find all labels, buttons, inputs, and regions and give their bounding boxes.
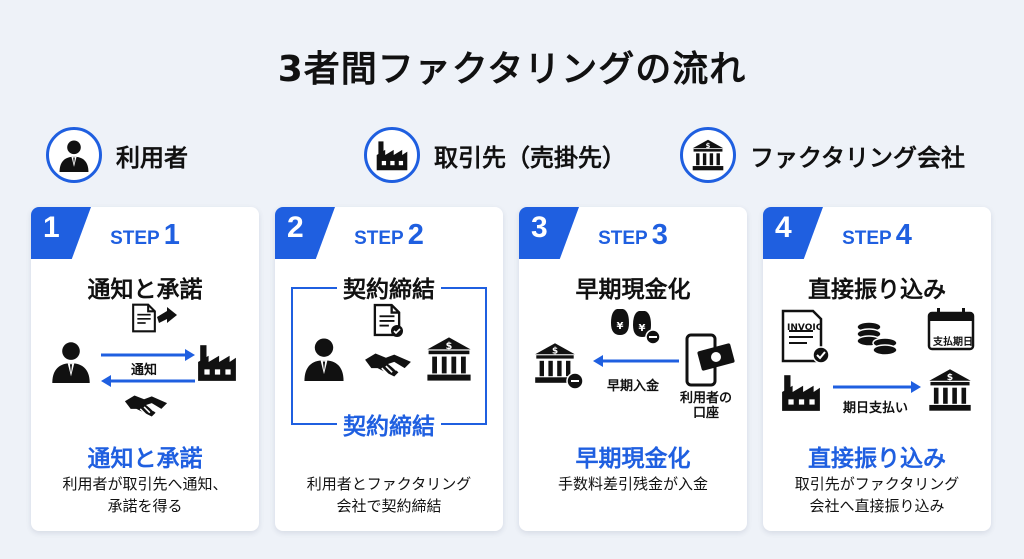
- step-result: 早期現金化: [575, 446, 691, 472]
- arrow-right: [185, 349, 195, 361]
- bank-icon: [680, 127, 736, 183]
- arrow-right: [911, 381, 921, 393]
- frame-bottom-label: 契約締結: [275, 407, 503, 441]
- step-heading: 直接振り込み: [808, 277, 946, 303]
- step-heading: 通知と承諾: [87, 277, 203, 303]
- bank-icon: [427, 337, 471, 381]
- svg-text:¥: ¥: [617, 321, 624, 332]
- arrow-label: 早期入金: [607, 379, 660, 394]
- contract-document-icon: [373, 303, 403, 337]
- page-title: 3者間ファクタリングの流れ: [277, 49, 747, 90]
- factory-icon: [198, 345, 236, 381]
- bank-icon: [535, 343, 584, 390]
- account-label: 利用者の 口座: [679, 391, 732, 421]
- step-result: 通知と承諾: [87, 446, 203, 472]
- step4-illustration: [781, 308, 975, 411]
- svg-text:¥: ¥: [639, 323, 646, 334]
- step-heading: 早期現金化: [575, 277, 691, 303]
- party-label: 取引先（売掛先）: [434, 143, 626, 172]
- arrow-label: 期日支払い: [843, 401, 909, 416]
- step-badge: 1: [31, 207, 91, 259]
- calendar-label: 支払期日: [933, 337, 973, 348]
- smartphone-cash-icon: [685, 333, 735, 387]
- step-description: 利用者が取引先へ通知、 承諾を得る: [62, 475, 228, 515]
- handshake-icon: [364, 352, 412, 378]
- arrow-left: [101, 375, 111, 387]
- coins-icon: [856, 321, 898, 356]
- party-user: 利用者: [46, 122, 188, 188]
- party-factoring-company: ファクタリング会社: [680, 122, 965, 188]
- step3-illustration: ¥ ¥: [535, 309, 735, 390]
- document-icon: [132, 303, 156, 333]
- calendar-icon: [927, 308, 975, 351]
- invoice-label: INVOIC: [787, 323, 823, 333]
- arrow-label: 通知: [131, 363, 158, 378]
- user-icon: [46, 127, 102, 183]
- step-result: 直接振り込み: [808, 446, 946, 472]
- send-arrow-icon: [157, 307, 177, 323]
- handshake-icon: [124, 394, 168, 418]
- step2-illustration: [304, 303, 471, 381]
- user-icon: [52, 342, 90, 383]
- step-description: 手数料差引残金が入金: [557, 475, 708, 493]
- user-icon: [304, 338, 344, 381]
- party-label: 利用者: [116, 143, 188, 172]
- invoice-icon: [781, 309, 830, 364]
- step1-illustration: [52, 303, 236, 418]
- step-description: 利用者とファクタリング 会社で契約締結: [306, 475, 472, 515]
- step-heading: 契約締結: [275, 270, 503, 304]
- step-description: 取引先がファクタリング 会社へ直接振り込み: [794, 475, 960, 515]
- factory-icon: [782, 375, 820, 411]
- arrow-left: [593, 355, 603, 367]
- money-bag-icon: ¥ ¥: [611, 309, 661, 345]
- party-label: ファクタリング会社: [750, 143, 966, 172]
- factory-icon: [364, 127, 420, 183]
- bank-icon: [929, 369, 971, 411]
- party-client: 取引先（売掛先）: [364, 122, 626, 188]
